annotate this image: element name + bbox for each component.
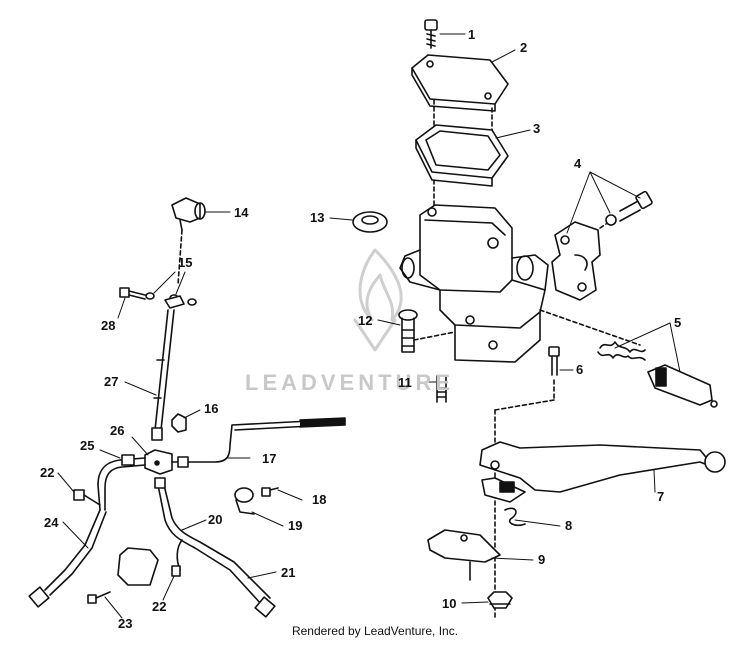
part-6-pivot-bolt — [548, 346, 560, 376]
footer-credit: Rendered by LeadVenture, Inc. — [291, 624, 459, 638]
part-5-piston-assembly — [597, 341, 718, 408]
callout-23: 23 — [118, 616, 132, 631]
part-7-brake-lever — [479, 441, 726, 503]
callout-25: 25 — [80, 438, 94, 453]
part-22-fitting-upper-left — [73, 489, 101, 506]
part-9-lever-bracket — [427, 529, 501, 581]
part-25-brake-line — [97, 454, 146, 511]
callout-11: 11 — [398, 375, 412, 390]
part-26-junction-block — [144, 449, 173, 475]
callout-1: 1 — [468, 27, 475, 42]
callout-17: 17 — [262, 451, 276, 466]
callout-12: 12 — [358, 313, 372, 328]
part-15-washers — [145, 292, 197, 309]
part-18-screw — [261, 487, 279, 497]
part-8-spring — [504, 507, 526, 527]
part-27-brake-line — [151, 309, 175, 441]
part-13-sealing-washer — [352, 211, 388, 233]
callout-2: 2 — [520, 40, 527, 55]
part-28-bolt — [119, 287, 146, 300]
callout-numbers: 1 2 3 4 5 6 7 8 9 10 11 12 13 14 15 16 1… — [40, 27, 681, 631]
callout-22-lower: 22 — [152, 599, 166, 614]
watermark-text: LEADVENTURE — [245, 370, 454, 395]
callout-21: 21 — [281, 565, 295, 580]
callout-22-upper: 22 — [40, 465, 54, 480]
callout-5: 5 — [674, 315, 681, 330]
part-19-clamp — [234, 487, 255, 515]
callout-4: 4 — [574, 156, 582, 171]
part-20-brake-hose — [154, 477, 276, 618]
part-14-tee-fitting — [171, 197, 206, 231]
callout-20: 20 — [208, 512, 222, 527]
part-4-bolt — [605, 190, 653, 226]
callout-27: 27 — [104, 374, 118, 389]
callout-8: 8 — [565, 518, 572, 533]
callout-18: 18 — [312, 492, 326, 507]
part-10-nut — [487, 591, 513, 609]
part-24-brake-hose — [28, 509, 107, 608]
callout-3: 3 — [533, 121, 540, 136]
watermark-flame-logo — [353, 248, 403, 352]
callout-15: 15 — [178, 255, 192, 270]
master-cylinder-body — [399, 204, 549, 363]
part-17-brake-line — [171, 417, 346, 468]
callout-13: 13 — [310, 210, 324, 225]
callout-9: 9 — [538, 552, 545, 567]
part-23-mount-screw — [87, 591, 111, 604]
callout-7: 7 — [657, 489, 664, 504]
part-3-diaphragm-gasket — [415, 124, 509, 187]
callout-leader-lines — [57, 33, 681, 619]
callout-14: 14 — [234, 205, 249, 220]
part-4-handlebar-clamp — [551, 221, 601, 301]
callout-19: 19 — [288, 518, 302, 533]
part-16-fitting — [171, 413, 187, 433]
callout-10: 10 — [442, 596, 456, 611]
part-2-reservoir-cover — [411, 54, 509, 112]
callout-26: 26 — [110, 423, 124, 438]
mounting-plate — [117, 547, 159, 586]
part-1-screw — [424, 19, 438, 49]
callout-28: 28 — [101, 318, 115, 333]
part-21-hose-clip — [171, 539, 183, 577]
callout-16: 16 — [204, 401, 218, 416]
part-11-bleed-screw — [436, 375, 447, 403]
callout-6: 6 — [576, 362, 583, 377]
part-12-banjo-bolt — [398, 309, 418, 353]
callout-24: 24 — [44, 515, 59, 530]
